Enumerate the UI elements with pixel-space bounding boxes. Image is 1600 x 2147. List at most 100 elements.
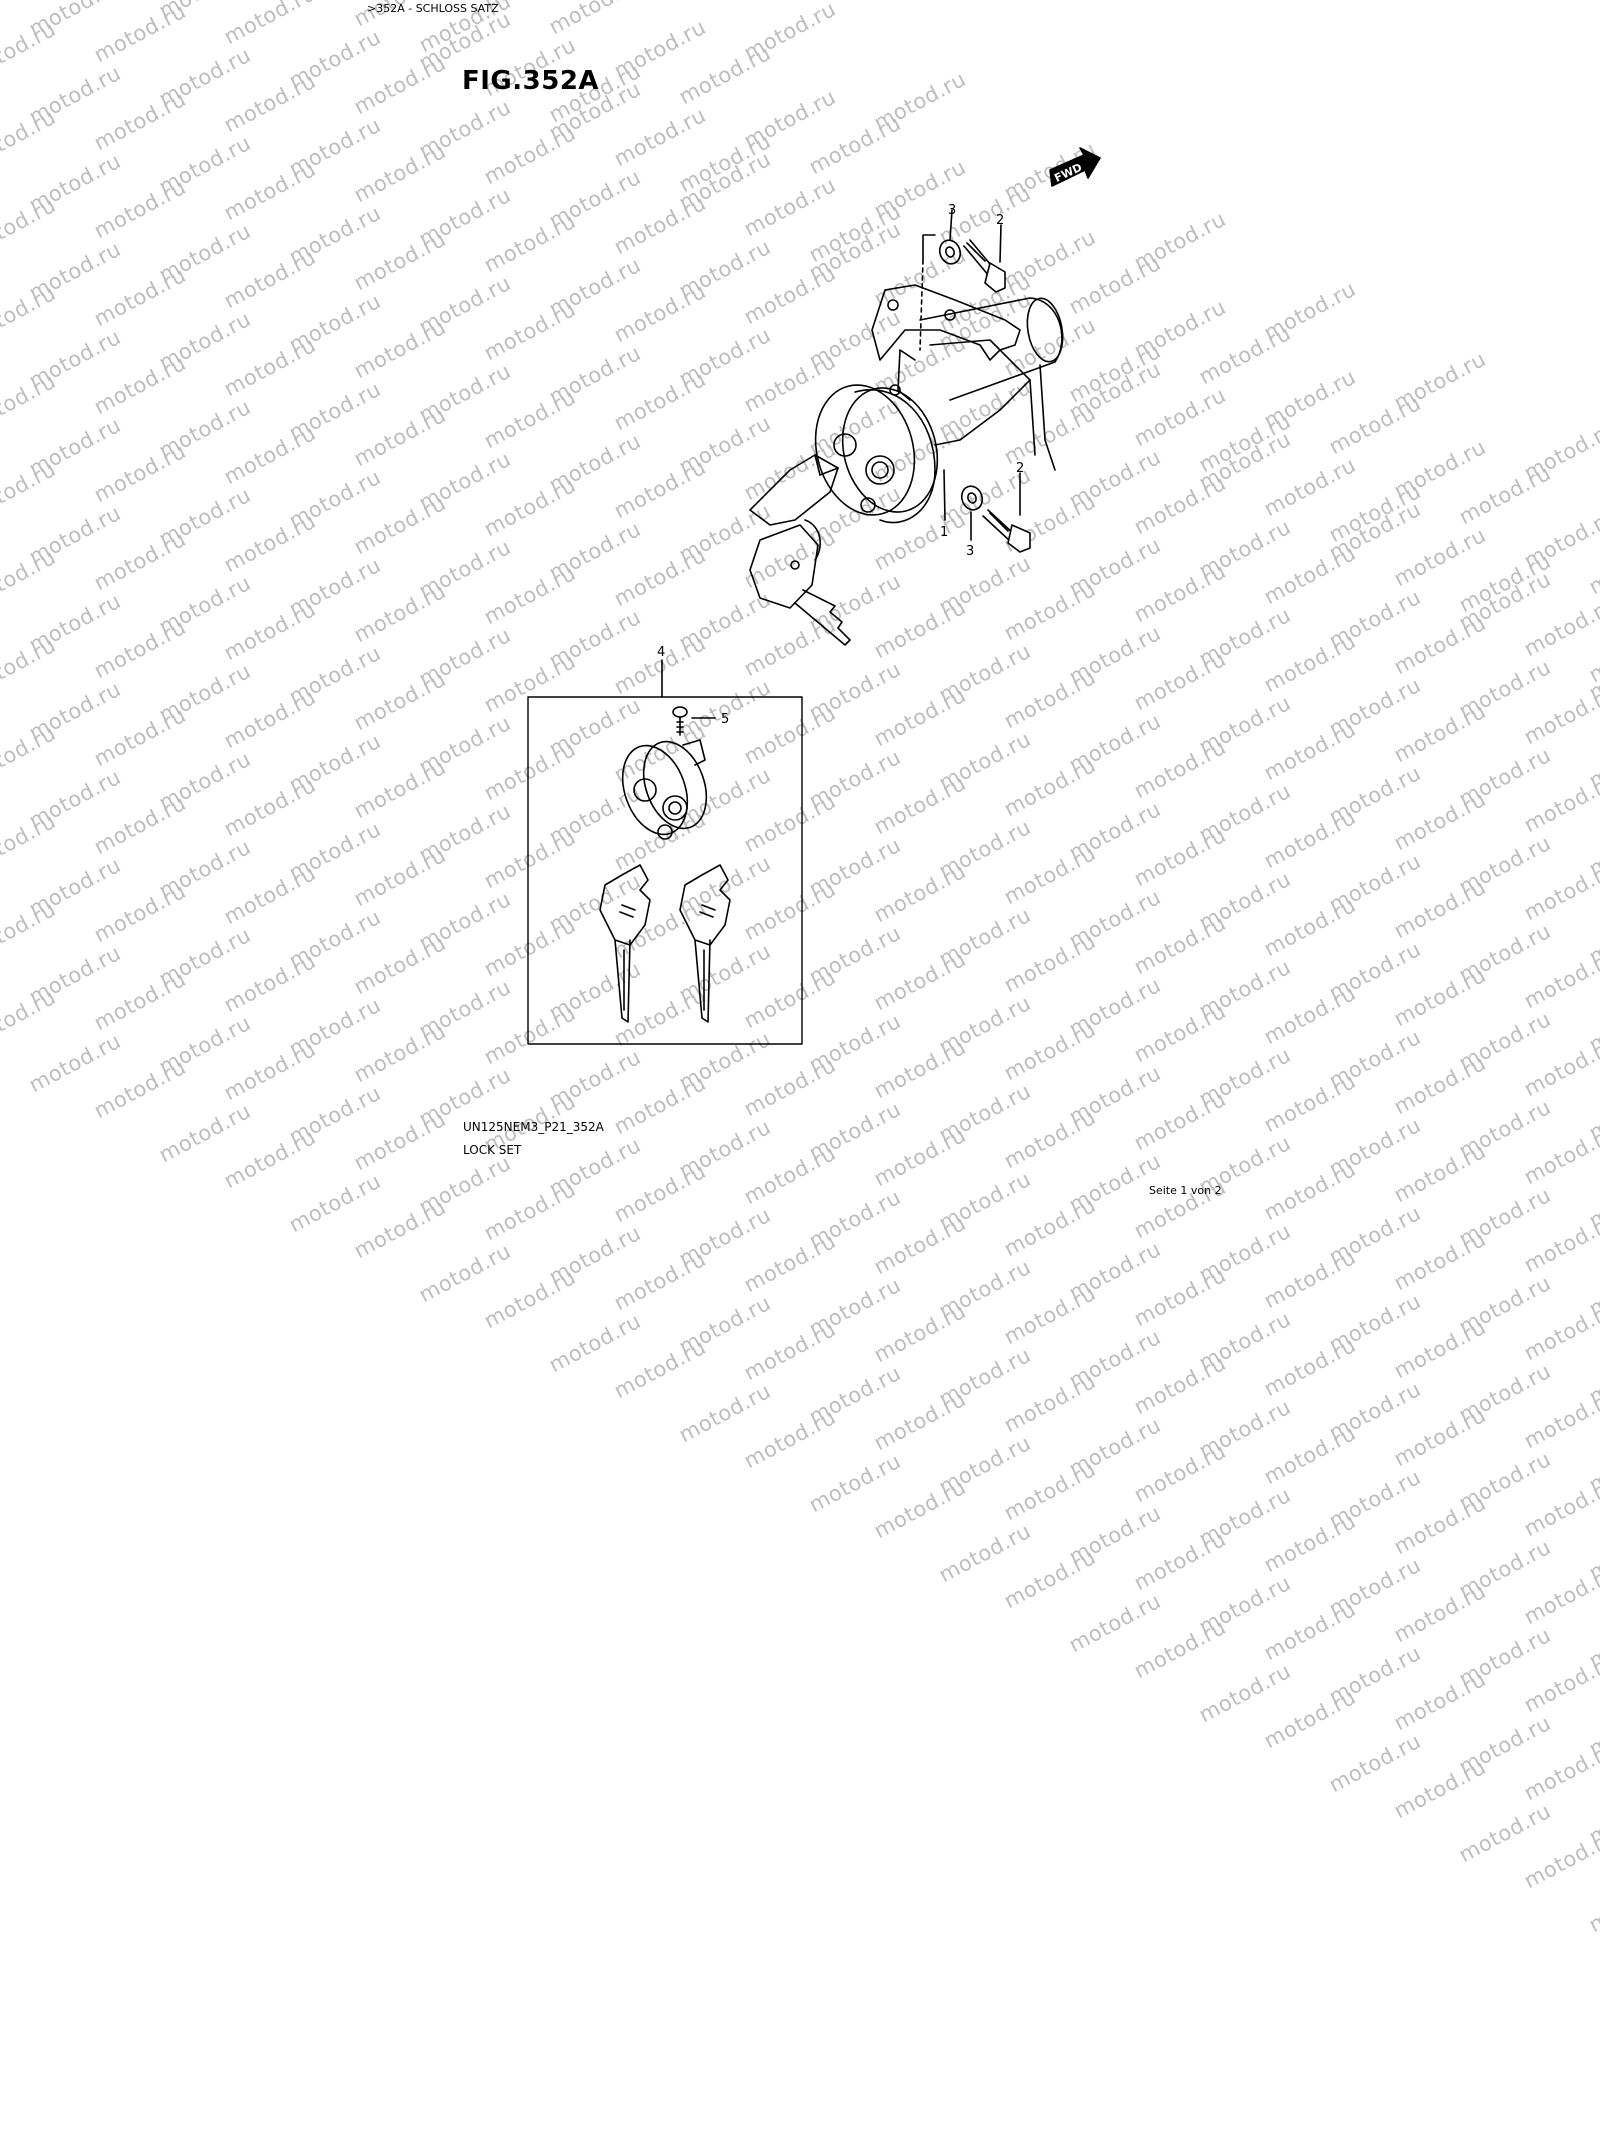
watermark-text: motod.ru	[1390, 1490, 1490, 1560]
watermark-text: motod.ru	[1325, 1464, 1425, 1534]
watermark-text: motod.ru	[740, 1404, 840, 1474]
steering-lock-assembly	[749, 284, 1064, 646]
callout-label-5: 5	[721, 712, 729, 727]
watermark-text: motod.ru	[935, 1342, 1035, 1412]
watermark-text: motod.ru	[675, 1202, 775, 1272]
watermark-text: motod.ru	[1000, 1368, 1100, 1438]
watermark-text: motod.ru	[1130, 1262, 1230, 1332]
watermark-text: motod.ru	[610, 1246, 710, 1316]
watermark-text: motod.ru	[1585, 1780, 1600, 1850]
lower-bolt-and-washer	[960, 485, 1031, 553]
watermark-text: motod.ru	[1260, 1508, 1360, 1578]
watermark-text: motod.ru	[1455, 1798, 1555, 1868]
watermark-text: motod.ru	[870, 1386, 970, 1456]
watermark-text: motod.ru	[1585, 1428, 1600, 1498]
watermark-text: motod.ru	[935, 1518, 1035, 1588]
watermark-text: motod.ru	[1260, 1332, 1360, 1402]
key-part-1	[599, 864, 651, 1023]
watermark-text: motod.ru	[1325, 1552, 1425, 1622]
watermark-text: motod.ru	[1585, 1340, 1600, 1410]
callout-label-3-upper: 3	[948, 203, 956, 218]
watermark-text: motod.ru	[1260, 1420, 1360, 1490]
watermark-text: motod.ru	[1585, 1516, 1600, 1586]
watermark-text: motod.ru	[805, 1272, 905, 1342]
watermark-text: motod.ru	[1325, 1288, 1425, 1358]
watermark-text: motod.ru	[1390, 1402, 1490, 1472]
watermark-text: motod.ru	[870, 1474, 970, 1544]
watermark-text: motod.ru	[350, 1194, 450, 1264]
watermark-text: motod.ru	[1130, 1350, 1230, 1420]
watermark-text: motod.ru	[1325, 1728, 1425, 1798]
watermark-text: motod.ru	[1520, 1472, 1600, 1542]
watermark-text: motod.ru	[1260, 1244, 1360, 1314]
watermark-text: motod.ru	[1520, 1736, 1600, 1806]
watermark-text: motod.ru	[1585, 1252, 1600, 1322]
callout-label-3-lower: 3	[966, 544, 974, 559]
callout-label-2-upper: 2	[996, 213, 1004, 228]
watermark-text: motod.ru	[1000, 1192, 1100, 1262]
watermark-text: motod.ru	[935, 1430, 1035, 1500]
watermark-text: motod.ru	[1195, 1482, 1295, 1552]
watermark-text: motod.ru	[805, 1360, 905, 1430]
watermark-text: motod.ru	[740, 1228, 840, 1298]
forward-arrow-icon: FWD	[1049, 147, 1101, 187]
breadcrumb: >352A - SCHLOSS SATZ	[367, 2, 499, 15]
watermark-text: motod.ru	[1455, 1446, 1555, 1516]
watermark-text: motod.ru	[1585, 1692, 1600, 1762]
watermark-text: motod.ru	[675, 1290, 775, 1360]
watermark-text: motod.ru	[1325, 1640, 1425, 1710]
watermark-text: motod.ru	[1520, 1560, 1600, 1630]
watermark-text: motod.ru	[545, 1220, 645, 1290]
watermark-text: motod.ru	[1260, 1596, 1360, 1666]
watermark-text: motod.ru	[1065, 1324, 1165, 1394]
watermark-text: motod.ru	[1390, 1226, 1490, 1296]
callout-label-1: 1	[940, 525, 948, 540]
key-part-2	[679, 864, 731, 1023]
watermark-text: motod.ru	[1585, 1604, 1600, 1674]
callout-label-4: 4	[657, 645, 665, 660]
watermark-text: motod.ru	[1195, 1306, 1295, 1376]
watermark-text: motod.ru	[1260, 1684, 1360, 1754]
watermark-text: motod.ru	[675, 1378, 775, 1448]
watermark-text: motod.ru	[1325, 1200, 1425, 1270]
watermark-text: motod.ru	[1455, 1710, 1555, 1780]
watermark-text: motod.ru	[1520, 1296, 1600, 1366]
watermark-text: motod.ru	[1390, 1754, 1490, 1824]
watermark-text: motod.ru	[1455, 1534, 1555, 1604]
watermark-text: motod.ru	[1520, 1648, 1600, 1718]
watermark-text: motod.ru	[610, 1334, 710, 1404]
page-indicator: Seite 1 von 2	[1149, 1184, 1222, 1197]
watermark-text: motod.ru	[1455, 1358, 1555, 1428]
watermark-text: motod.ru	[1000, 1280, 1100, 1350]
watermark-text: motod.ru	[870, 1298, 970, 1368]
watermark-text: motod.ru	[1000, 1456, 1100, 1526]
drawing-name: LOCK SET	[463, 1143, 522, 1157]
figure-title: FIG.352A	[462, 66, 600, 96]
watermark-text: motod.ru	[1130, 1526, 1230, 1596]
watermark-text: motod.ru	[1130, 1438, 1230, 1508]
watermark-text: motod.ru	[1195, 1394, 1295, 1464]
watermark-text: motod.ru	[1520, 1384, 1600, 1454]
watermark-text: motod.ru	[1065, 1500, 1165, 1570]
watermark-text: motod.ru	[1065, 1412, 1165, 1482]
watermark-text: motod.ru	[1390, 1666, 1490, 1736]
watermark-text: motod.ru	[1455, 1622, 1555, 1692]
watermark-text: motod.ru	[870, 1210, 970, 1280]
callout-label-2-lower: 2	[1016, 461, 1024, 476]
watermark-text: motod.ru	[1520, 1824, 1600, 1894]
watermark-text: motod.ru	[1390, 1578, 1490, 1648]
lock-set-frame	[527, 696, 803, 1045]
watermark-text: motod.ru	[545, 1308, 645, 1378]
watermark-text: motod.ru	[740, 1316, 840, 1386]
watermark-text: motod.ru	[935, 1254, 1035, 1324]
exploded-parts-diagram: FWD	[527, 147, 1101, 1045]
watermark-text: motod.ru	[1000, 1544, 1100, 1614]
screw-part	[672, 706, 688, 736]
watermark-text: motod.ru	[480, 1264, 580, 1334]
drawing-code: UN125NEM3_P21_352A	[463, 1120, 604, 1134]
watermark-text: motod.ru	[1390, 1314, 1490, 1384]
watermark-text: motod.ru	[1325, 1376, 1425, 1446]
lock-cylinder-part	[621, 739, 708, 840]
upper-bolt-and-washer	[919, 234, 1006, 351]
watermark-text: motod.ru	[1585, 1868, 1600, 1938]
